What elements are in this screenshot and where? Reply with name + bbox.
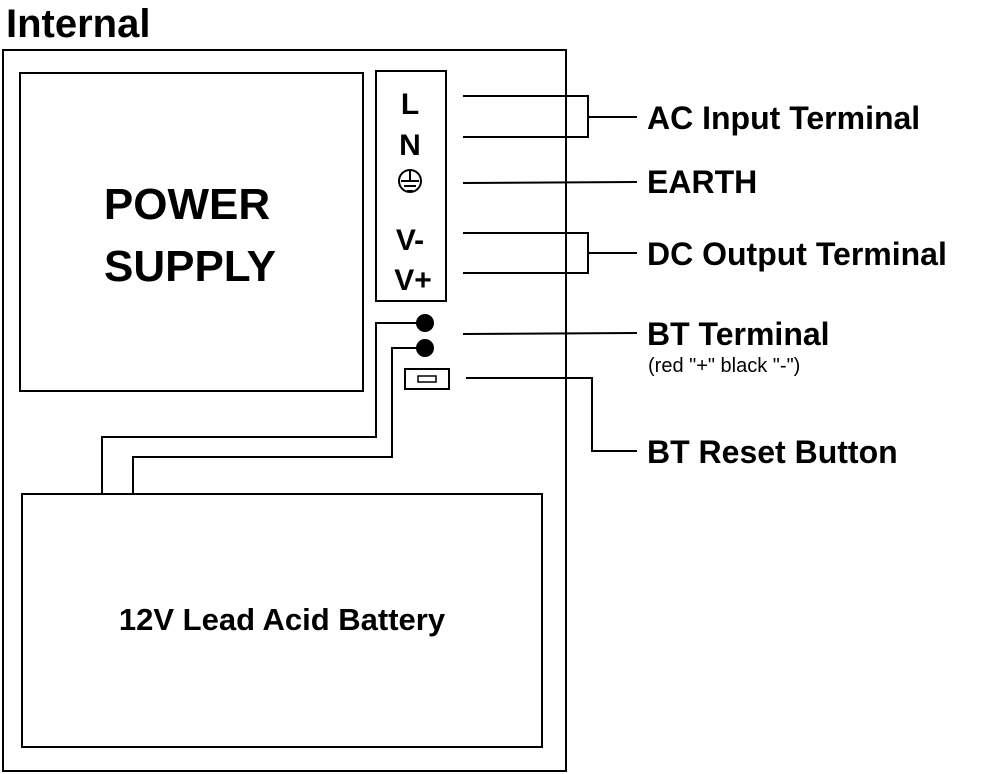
earth-label: EARTH <box>647 164 757 200</box>
bt-reset-leader <box>466 377 637 452</box>
battery-wire-negative <box>132 347 425 494</box>
power-supply-label-line2: SUPPLY <box>104 242 276 291</box>
power-supply-label-line1: POWER <box>104 180 270 229</box>
battery-wire-positive <box>101 322 425 494</box>
bt-reset-button-label: BT Reset Button <box>647 434 898 470</box>
bt-reset-button-inner <box>417 375 437 383</box>
bt-terminal-leader <box>462 332 638 335</box>
battery-label: 12V Lead Acid Battery <box>119 602 446 637</box>
ac-input-terminal-label: AC Input Terminal <box>647 100 920 136</box>
terminal-v-minus-label: V- <box>396 224 424 257</box>
battery-box <box>21 493 543 748</box>
dc-output-terminal-label: DC Output Terminal <box>647 236 947 272</box>
power-supply-box <box>19 72 364 392</box>
terminal-n-label: N <box>399 129 421 162</box>
terminal-l-label: L <box>401 88 419 121</box>
page-title: Internal <box>6 2 150 46</box>
terminal-v-plus-label: V+ <box>394 264 432 297</box>
earth-ground-icon <box>398 169 422 193</box>
bt-terminal-label: BT Terminal <box>647 316 830 352</box>
bt-terminal-note: (red "+" black "-") <box>648 355 800 377</box>
earth-leader <box>462 181 638 184</box>
